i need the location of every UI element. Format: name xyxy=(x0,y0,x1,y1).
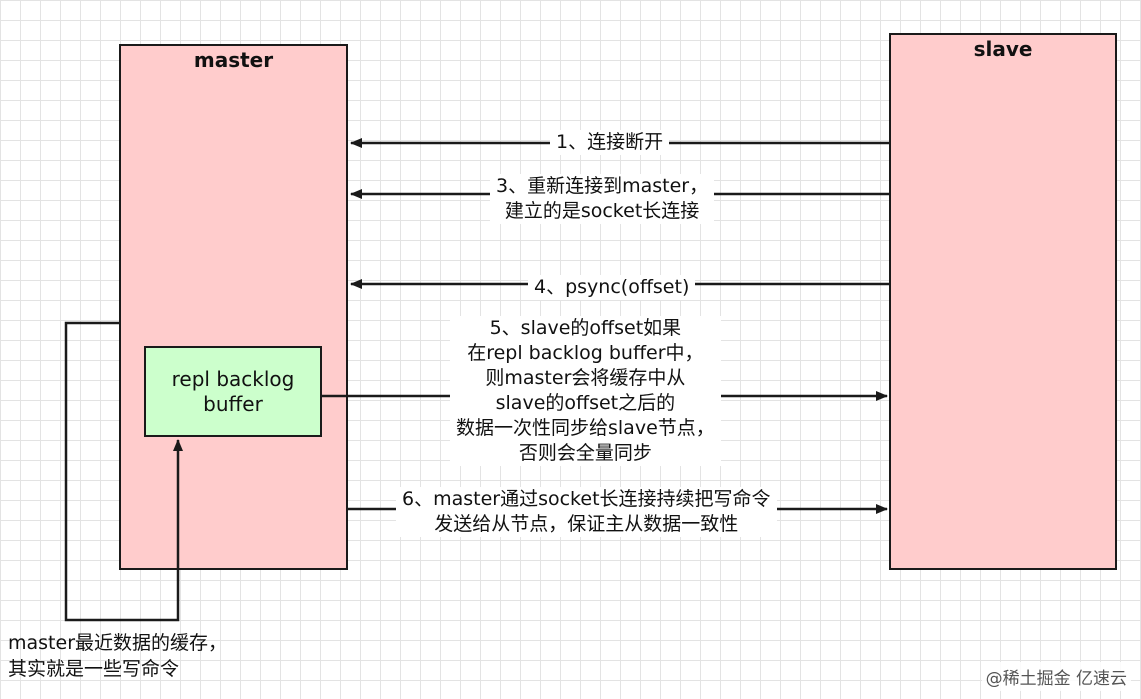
step5-label: 5、slave的offset如果 在repl backlog buffer中， … xyxy=(450,316,721,466)
backlog-line-1: repl backlog xyxy=(171,366,295,391)
slave-node: slave xyxy=(889,33,1117,570)
step1-line-1: 1、连接断开 xyxy=(556,131,664,153)
watermark: @稀土掘金 亿速云 xyxy=(981,662,1131,691)
step5-line-1: 5、slave的offset如果 xyxy=(489,317,682,339)
backlog-line-2: buffer xyxy=(203,391,263,416)
step1-label: 1、连接断开 xyxy=(550,130,670,155)
cache-note-line-1: master最近数据的缓存， xyxy=(8,632,228,654)
step5-line-5: 数据一次性同步给slave节点， xyxy=(456,417,715,439)
step5-line-2: 在repl backlog buffer中， xyxy=(467,342,704,364)
step4-label: 4、psync(offset) xyxy=(528,275,696,300)
repl-backlog-buffer: repl backlog buffer xyxy=(144,346,322,437)
step3-line-2: 建立的是socket长连接 xyxy=(504,200,700,222)
step5-line-6: 否则会全量同步 xyxy=(518,442,652,464)
step5-line-4: slave的offset之后的 xyxy=(495,392,676,414)
step5-line-3: 则master会将缓存中从 xyxy=(485,367,686,389)
step6-line-1: 6、master通过socket长连接持续把写命令 xyxy=(402,488,771,510)
step3-line-1: 3、重新连接到master， xyxy=(496,175,709,197)
step3-label: 3、重新连接到master， 建立的是socket长连接 xyxy=(490,174,715,224)
cache-loop-connector xyxy=(64,321,183,622)
step6-label: 6、master通过socket长连接持续把写命令 发送给从节点，保证主从数据一… xyxy=(396,487,777,537)
master-node: master xyxy=(119,44,348,570)
cache-note-line-2: 其实就是一些写命令 xyxy=(8,658,180,680)
step6-line-2: 发送给从节点，保证主从数据一致性 xyxy=(434,513,739,535)
step4-line-1: 4、psync(offset) xyxy=(534,276,690,298)
master-title: master xyxy=(193,48,274,72)
slave-title: slave xyxy=(973,37,1033,61)
cache-note: master最近数据的缓存， 其实就是一些写命令 xyxy=(8,630,227,682)
